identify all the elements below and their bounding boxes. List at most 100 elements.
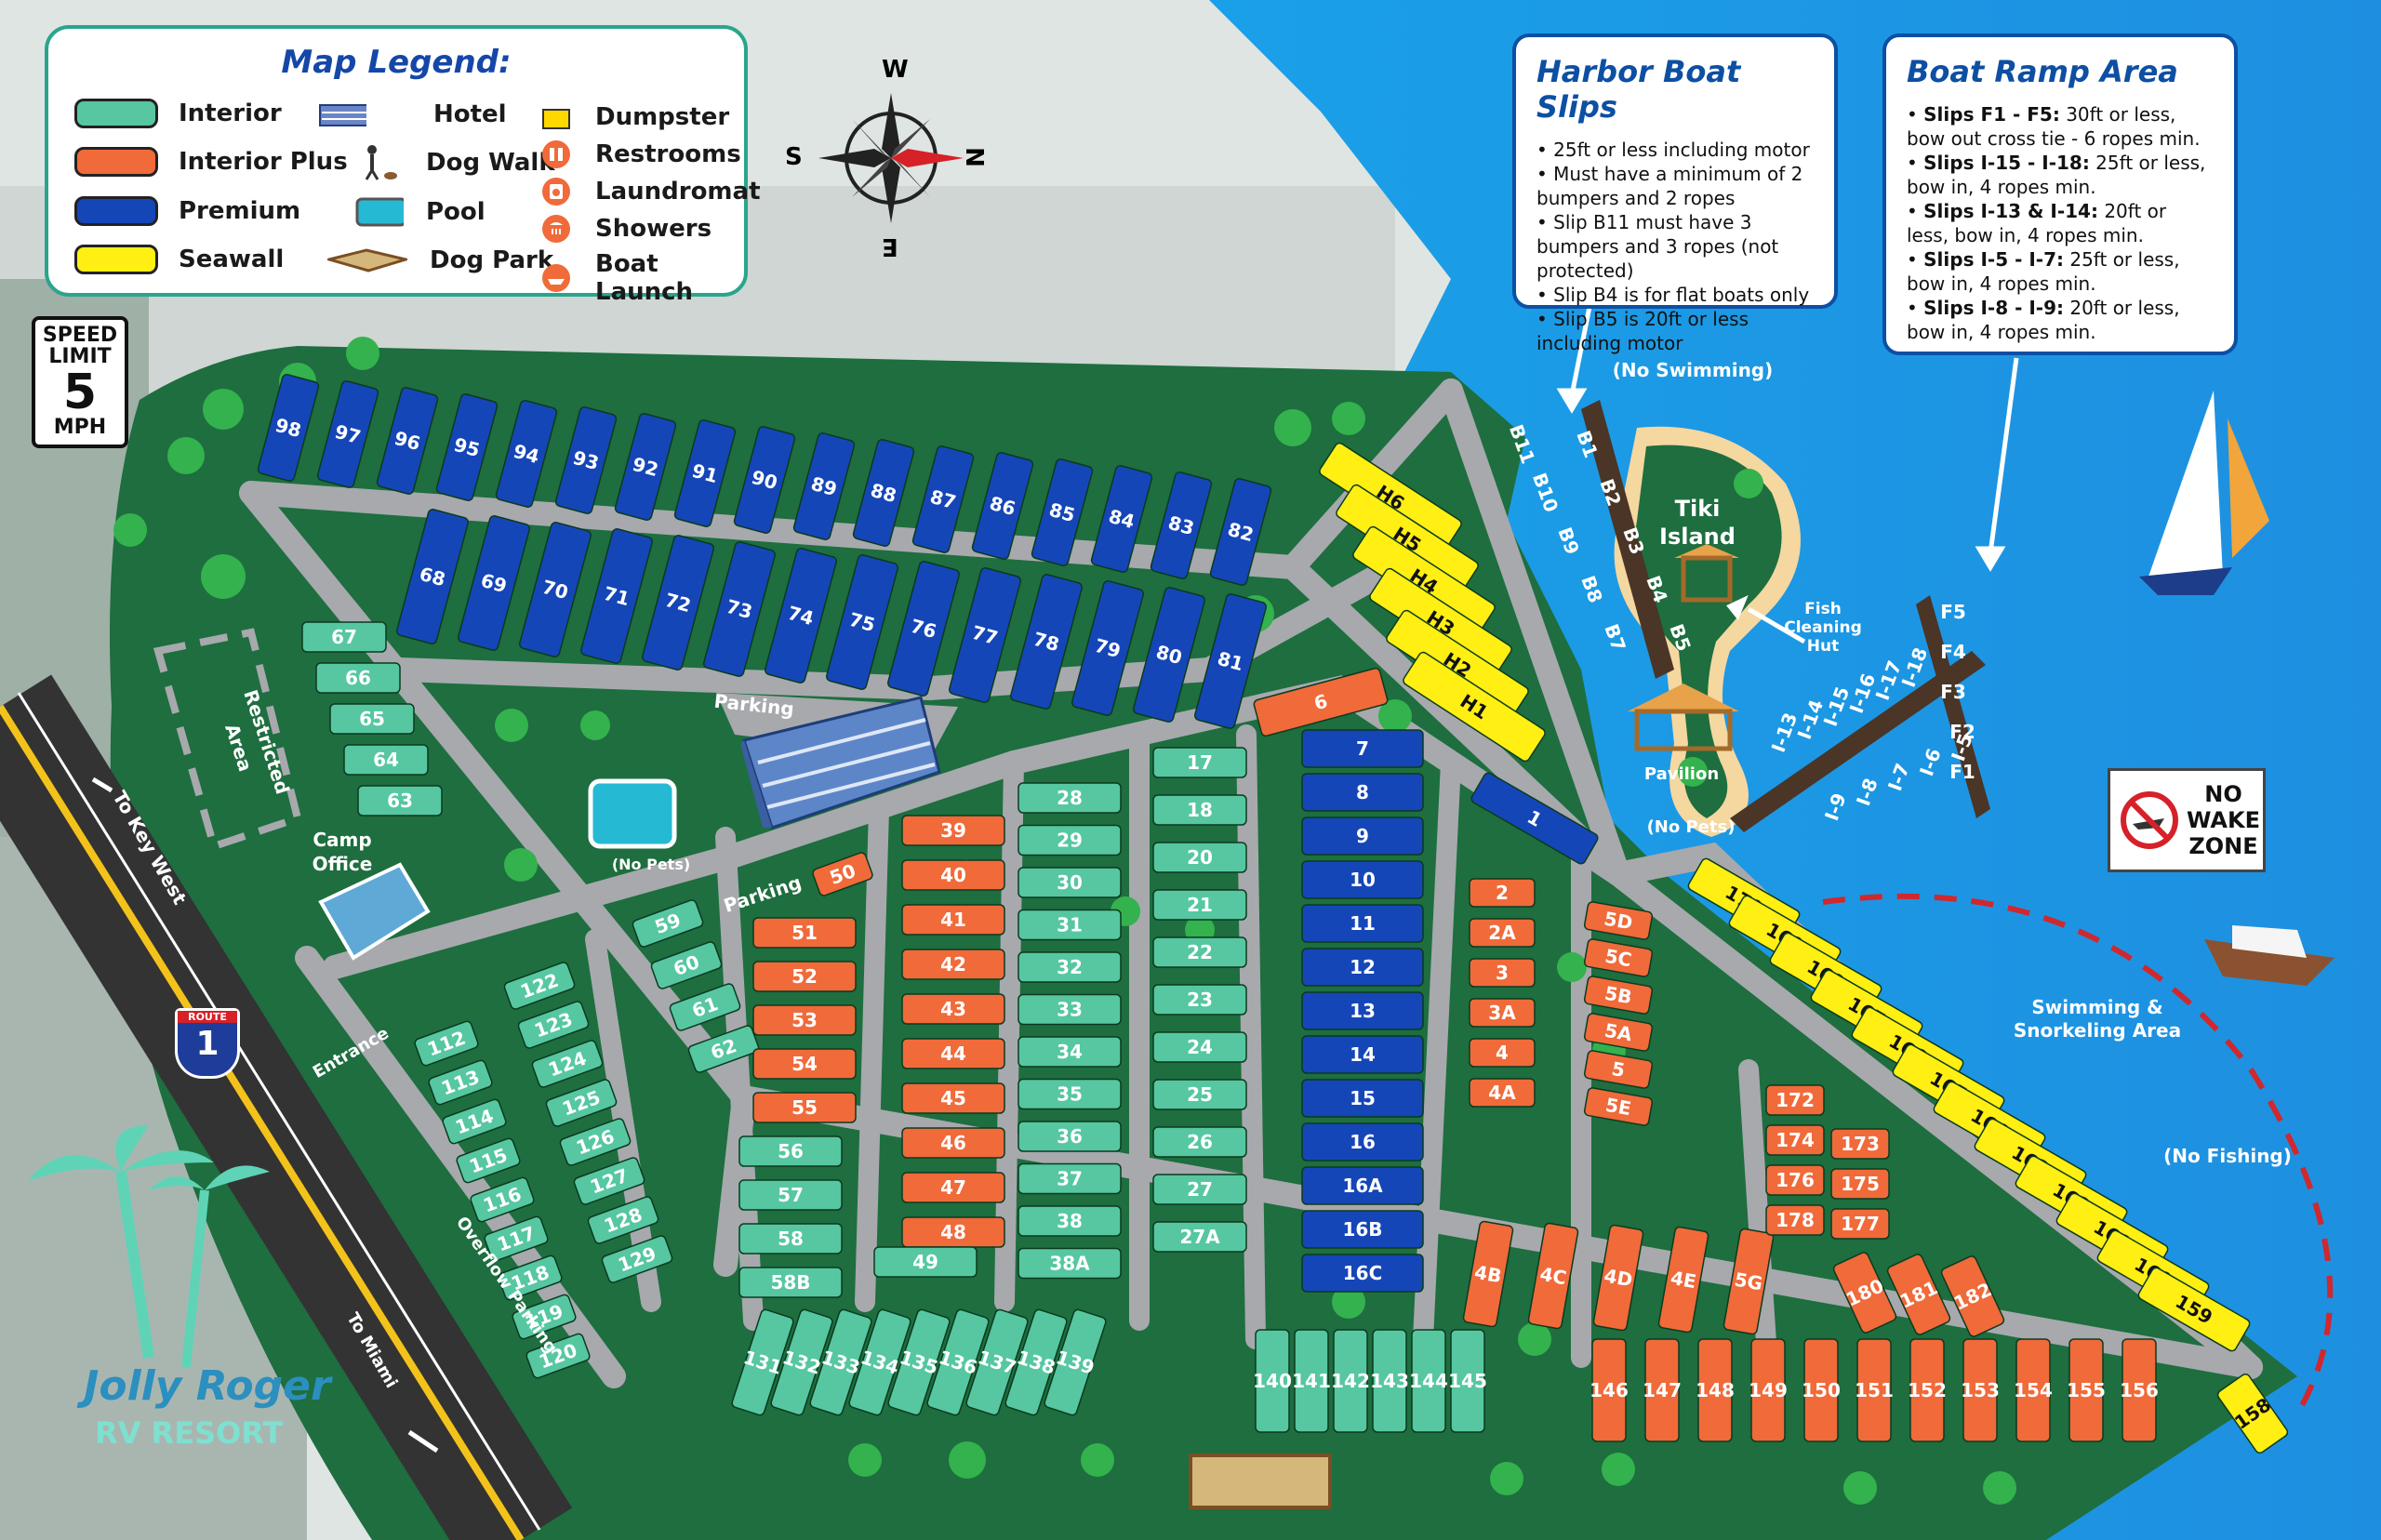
legend-label-dumpster: Dumpster	[595, 103, 730, 131]
ramp-item: • Slips F1 - F5: 30ft or less, bow out c…	[1907, 103, 2201, 150]
rv-site-133: 133	[809, 1308, 872, 1416]
legend-restrooms: Restrooms	[541, 139, 741, 170]
rv-site-62: 62	[687, 1025, 760, 1073]
svg-text:4C: 4C	[1538, 1263, 1568, 1290]
svg-text:16C: 16C	[1343, 1262, 1383, 1284]
svg-text:53: 53	[791, 1009, 818, 1031]
hotel-icon	[318, 99, 366, 130]
rv-site-54: 54	[752, 1048, 857, 1080]
rv-site-63: 63	[357, 785, 443, 816]
svg-text:14: 14	[1350, 1043, 1376, 1066]
no-wake-icon	[2121, 791, 2178, 849]
svg-text:175: 175	[1841, 1173, 1880, 1195]
rv-site-98: 98	[257, 374, 320, 482]
rv-site-145: 145	[1448, 1329, 1487, 1433]
legend-label-hotel: Hotel	[433, 100, 507, 128]
rv-site-68: 68	[396, 509, 469, 644]
svg-text:49: 49	[912, 1251, 938, 1273]
tiki-island-label-1: Tiki	[1675, 496, 1721, 522]
harbor-item: • Must have a minimum of 2 bumpers and 2…	[1536, 163, 1803, 209]
rv-site-178: 178	[1765, 1204, 1825, 1236]
svg-text:174: 174	[1776, 1129, 1815, 1151]
pool-icon	[355, 196, 404, 228]
no-wake-sign: NO WAKE ZONE	[2108, 768, 2266, 872]
svg-text:67: 67	[331, 626, 357, 648]
rv-site-21: 21	[1152, 889, 1247, 921]
svg-text:172: 172	[1776, 1089, 1815, 1111]
rv-site-58B: 58B	[738, 1267, 843, 1298]
rv-site-47: 47	[901, 1172, 1005, 1203]
rv-site-143: 143	[1370, 1329, 1409, 1433]
rv-site-154: 154	[2014, 1338, 2053, 1442]
svg-text:25: 25	[1187, 1083, 1213, 1106]
rv-site-73: 73	[703, 541, 776, 677]
rv-site-26: 26	[1152, 1126, 1247, 1158]
legend-interior: Interior	[74, 99, 282, 128]
svg-text:178: 178	[1776, 1209, 1815, 1231]
speed-limit-sign: SPEED LIMIT 5 MPH	[32, 316, 128, 448]
svg-text:24: 24	[1187, 1036, 1213, 1058]
rv-site-146: 146	[1590, 1338, 1629, 1442]
legend-showers: Showers	[541, 213, 712, 245]
boat-slip-F4: F4	[1940, 641, 1966, 663]
pool	[588, 778, 677, 849]
svg-text:2A: 2A	[1488, 922, 1516, 944]
rv-site-12: 12	[1301, 948, 1424, 987]
harbor-item: • 25ft or less including motor	[1536, 139, 1810, 161]
svg-text:153: 153	[1961, 1379, 2000, 1401]
rv-site-28: 28	[1018, 782, 1122, 814]
svg-text:58: 58	[778, 1228, 804, 1250]
svg-text:51: 51	[791, 922, 818, 944]
svg-text:32: 32	[1057, 956, 1083, 978]
pavilion-no-pets-label: (No Pets)	[1647, 817, 1736, 837]
ramp-item: • Slips I-5 - I-7: 25ft or less, bow in,…	[1907, 248, 2180, 295]
rv-site-70: 70	[519, 522, 592, 657]
legend-hotel: Hotel	[318, 99, 507, 130]
map-legend: Map Legend: Interior Interior Plus Premi…	[45, 25, 761, 306]
laundromat-icon	[541, 176, 571, 207]
harbor-item: • Slip B11 must have 3 bumpers and 3 rop…	[1536, 211, 1779, 282]
svg-text:5: 5	[1610, 1057, 1627, 1082]
rv-site-23: 23	[1152, 984, 1247, 1016]
svg-text:38: 38	[1057, 1210, 1083, 1232]
svg-text:176: 176	[1776, 1169, 1815, 1191]
rv-site-83: 83	[1150, 471, 1213, 579]
legend-interior-plus: Interior Plus	[74, 147, 348, 177]
nowake-line1: NO	[2204, 781, 2242, 807]
svg-text:29: 29	[1057, 830, 1083, 852]
svg-text:28: 28	[1057, 787, 1083, 809]
callout-arrows	[91, 301, 2019, 1454]
rv-site-150: 150	[1802, 1338, 1841, 1442]
svg-text:34: 34	[1057, 1041, 1083, 1063]
rv-site-129: 129	[601, 1235, 673, 1283]
rv-site-33: 33	[1018, 993, 1122, 1026]
rv-site-57: 57	[738, 1179, 843, 1211]
svg-text:45: 45	[940, 1087, 966, 1109]
rv-site-31: 31	[1018, 909, 1122, 941]
rv-site-144: 144	[1409, 1329, 1448, 1433]
svg-text:156: 156	[2120, 1379, 2159, 1401]
rv-site-69: 69	[458, 515, 530, 651]
rv-site-5G: 5G	[1723, 1228, 1775, 1335]
rv-site-76: 76	[887, 561, 960, 697]
svg-text:12: 12	[1350, 956, 1376, 978]
rv-site-182: 182	[1940, 1255, 2005, 1337]
rv-site-38A: 38A	[1018, 1247, 1122, 1280]
brand-logo: Jolly Roger RV RESORT	[9, 1116, 344, 1469]
rv-site-40: 40	[901, 859, 1005, 891]
legend-dumpster: Dumpster	[541, 101, 729, 133]
dog-park	[1189, 1454, 1332, 1509]
rv-site-1: 1	[1470, 772, 1599, 865]
no-swimming-label: (No Swimming)	[1613, 359, 1774, 381]
rv-site-41: 41	[901, 904, 1005, 936]
no-fishing-label: (No Fishing)	[2163, 1145, 2292, 1167]
tiki-hut	[1674, 544, 1739, 558]
svg-text:56: 56	[778, 1140, 804, 1162]
svg-text:173: 173	[1841, 1133, 1880, 1155]
svg-text:13: 13	[1350, 1000, 1376, 1022]
pavilion	[1628, 684, 1739, 711]
svg-text:20: 20	[1187, 846, 1213, 869]
fish-cleaning-hut-label-1: Fish	[1804, 600, 1842, 618]
rv-site-96: 96	[376, 387, 439, 495]
svg-text:3A: 3A	[1488, 1002, 1516, 1024]
